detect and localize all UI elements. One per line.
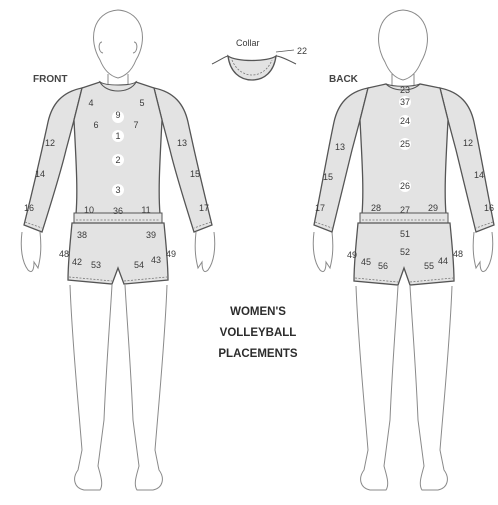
front-label: 38 — [77, 230, 87, 240]
front-label: 3 — [115, 185, 120, 195]
front-label: 5 — [139, 98, 144, 108]
back-label: 48 — [453, 249, 463, 259]
back-label: 15 — [323, 172, 333, 182]
front-label: 16 — [24, 203, 34, 213]
back-label: 29 — [428, 203, 438, 213]
collar-label: Collar — [236, 38, 260, 48]
front-label: 11 — [141, 205, 150, 215]
diagram-title: WOMEN'S VOLLEYBALL PLACEMENTS — [218, 306, 298, 360]
collar-detail: Collar 22 — [212, 38, 307, 80]
back-label: 27 — [400, 205, 410, 215]
back-label: 44 — [438, 256, 448, 266]
front-label: 15 — [190, 169, 200, 179]
back-label: 28 — [371, 203, 381, 213]
back-label: 37 — [400, 97, 410, 107]
front-label: 2 — [115, 155, 120, 165]
title-line-1: WOMEN'S — [230, 306, 286, 318]
front-label: 9 — [115, 110, 120, 120]
front-label: 42 — [72, 257, 82, 267]
back-label: 16 — [484, 203, 494, 213]
front-label: 10 — [84, 205, 94, 215]
back-label: 24 — [400, 116, 410, 126]
back-label: 14 — [474, 170, 484, 180]
front-label: 17 — [199, 203, 209, 213]
front-label: 54 — [134, 260, 144, 270]
title-line-3: PLACEMENTS — [218, 348, 298, 360]
front-view-title: FRONT — [33, 74, 67, 85]
back-label: 23 — [400, 85, 410, 95]
front-label: 4 — [88, 98, 93, 108]
front-label: 39 — [146, 230, 156, 240]
front-label: 43 — [151, 255, 161, 265]
back-label: 26 — [400, 181, 410, 191]
back-label: 55 — [424, 261, 434, 271]
back-label: 56 — [378, 261, 388, 271]
front-label: 14 — [35, 169, 45, 179]
back-label: 12 — [463, 138, 473, 148]
back-label: 25 — [400, 139, 410, 149]
front-label: 36 — [113, 206, 123, 216]
front-label: 6 — [93, 120, 98, 130]
front-label: 53 — [91, 260, 101, 270]
back-label: 45 — [361, 257, 371, 267]
front-label: 48 — [59, 249, 69, 259]
back-label: 49 — [347, 250, 357, 260]
front-label: 12 — [45, 138, 55, 148]
front-label: 13 — [177, 138, 187, 148]
front-label: 49 — [166, 249, 176, 259]
front-label: 7 — [133, 120, 138, 130]
title-line-2: VOLLEYBALL — [220, 327, 297, 339]
back-label: 13 — [335, 142, 345, 152]
back-label: 17 — [315, 203, 325, 213]
back-view-title: BACK — [329, 74, 359, 85]
back-label: 52 — [400, 247, 410, 257]
collar-number: 22 — [297, 46, 307, 56]
back-label: 51 — [400, 229, 410, 239]
front-label: 1 — [115, 131, 120, 141]
